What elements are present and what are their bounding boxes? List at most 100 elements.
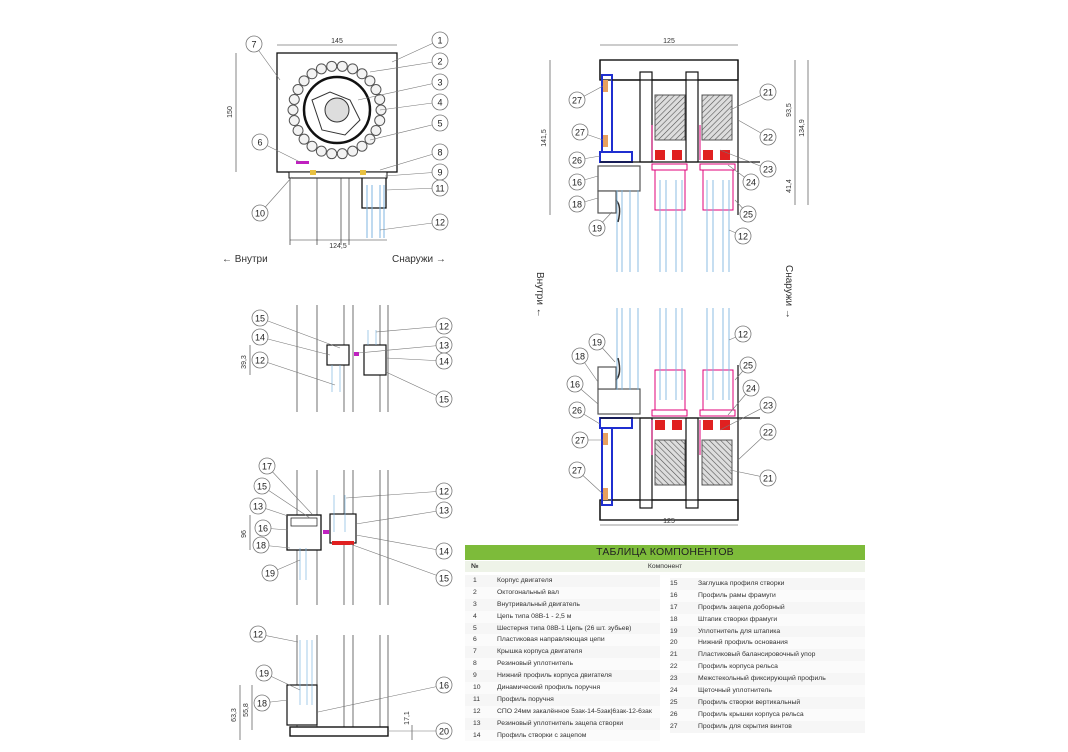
callout-circle: [588, 219, 606, 237]
callout-circle: [759, 469, 777, 487]
callout-number: 12: [255, 356, 265, 366]
callout-detail_low: 15: [253, 477, 311, 519]
col-no-header: №: [471, 563, 479, 570]
callout-number: 15: [255, 314, 265, 324]
callout-circle: [431, 73, 449, 91]
callout-circle: [251, 309, 269, 327]
callout-number: 18: [257, 699, 267, 709]
row-number: 4: [473, 612, 477, 620]
callout-circle: [435, 569, 453, 587]
callout-circle: [253, 477, 271, 495]
callout-rail_bottom: 19: [588, 333, 616, 363]
callout-number: 16: [439, 681, 449, 691]
callout-number: 19: [265, 569, 275, 579]
callout-rail_top: 22: [737, 119, 777, 146]
callout-circle: [435, 722, 453, 740]
callout-detail_base: 20: [388, 722, 453, 740]
callout-circle: [431, 143, 449, 161]
chain-link: [336, 60, 348, 72]
leader-line: [719, 404, 769, 431]
row-number: 1: [473, 577, 477, 584]
chain-link: [347, 145, 359, 157]
leader-line: [391, 39, 441, 63]
callout-number: 15: [439, 395, 449, 405]
callout-motor: 5: [369, 114, 449, 141]
callout-number: 21: [763, 88, 773, 98]
callout-number: 27: [572, 96, 582, 106]
callout-circle: [568, 195, 586, 213]
callout-motor: 11: [385, 179, 449, 197]
callout-circle: [251, 133, 269, 151]
dim-motor-width: 145: [331, 38, 343, 45]
transom-detail-view: [249, 305, 389, 412]
row-component: Профиль створки с зацепом: [497, 731, 587, 739]
leader-line: [355, 509, 445, 525]
row-component: Шестерня типа 08В-1 Цепь (26 шт. зубьев): [497, 624, 632, 632]
callout-rail_bottom: 22: [737, 423, 777, 461]
callout-rail_top: 27: [568, 85, 604, 109]
base-detail-view: [239, 635, 413, 740]
dim-rail-total: 134,9: [799, 119, 806, 137]
dim-base-inner: 55,8: [243, 703, 250, 717]
callout-circle: [742, 379, 760, 397]
row-number: 26: [670, 710, 678, 718]
chain-gear: [287, 60, 387, 160]
callout-rail_top: 19: [588, 211, 613, 237]
leader-line: [349, 543, 445, 579]
row-number: 23: [670, 675, 678, 683]
chain-link: [364, 75, 376, 87]
chain-link: [347, 63, 359, 75]
callout-circle: [245, 35, 263, 53]
leader-line: [369, 60, 441, 73]
callout-motor: 9: [384, 163, 449, 181]
callout-circle: [251, 204, 269, 222]
callout-number: 8: [437, 148, 442, 158]
row-number: 2: [473, 588, 477, 596]
row-number: 15: [670, 580, 678, 587]
row-component: Корпус двигателя: [497, 577, 553, 584]
callout-circle: [435, 501, 453, 519]
row-number: 14: [473, 731, 481, 739]
dim-motor-bottom: 124,5: [329, 243, 347, 250]
callout-motor: 1: [391, 31, 449, 63]
callout-circle: [568, 151, 586, 169]
row-number: 24: [670, 687, 678, 695]
callout-circle: [739, 356, 757, 374]
dim-base-total: 63,3: [231, 708, 238, 722]
chain-link: [306, 140, 318, 152]
dim-rail-bottom-width: 125: [663, 518, 675, 525]
chain-link: [306, 68, 318, 80]
callout-number: 14: [439, 357, 449, 367]
dim-detail-low: 96: [241, 530, 248, 538]
table-row: 1 Корпус двигателя: [465, 575, 660, 587]
callout-circle: [431, 179, 449, 197]
callout-circle: [431, 93, 449, 111]
callout-number: 25: [743, 210, 753, 220]
callout-detail_low: 17: [258, 457, 313, 515]
leader-line: [259, 317, 341, 349]
callout-motor: 2: [369, 52, 449, 73]
callout-number: 13: [253, 502, 263, 512]
col-component-header: Компонент: [647, 563, 683, 570]
callout-number: 18: [256, 541, 266, 551]
row-number: 17: [670, 603, 678, 611]
leader-line: [355, 534, 445, 552]
callout-circle: [759, 160, 777, 178]
callout-circle: [759, 128, 777, 146]
row-component: Штапик створки фрамуги: [698, 615, 778, 623]
callout-number: 14: [255, 333, 265, 343]
callout-number: 21: [763, 474, 773, 484]
callout-circle: [253, 694, 271, 712]
callout-number: 23: [763, 165, 773, 175]
